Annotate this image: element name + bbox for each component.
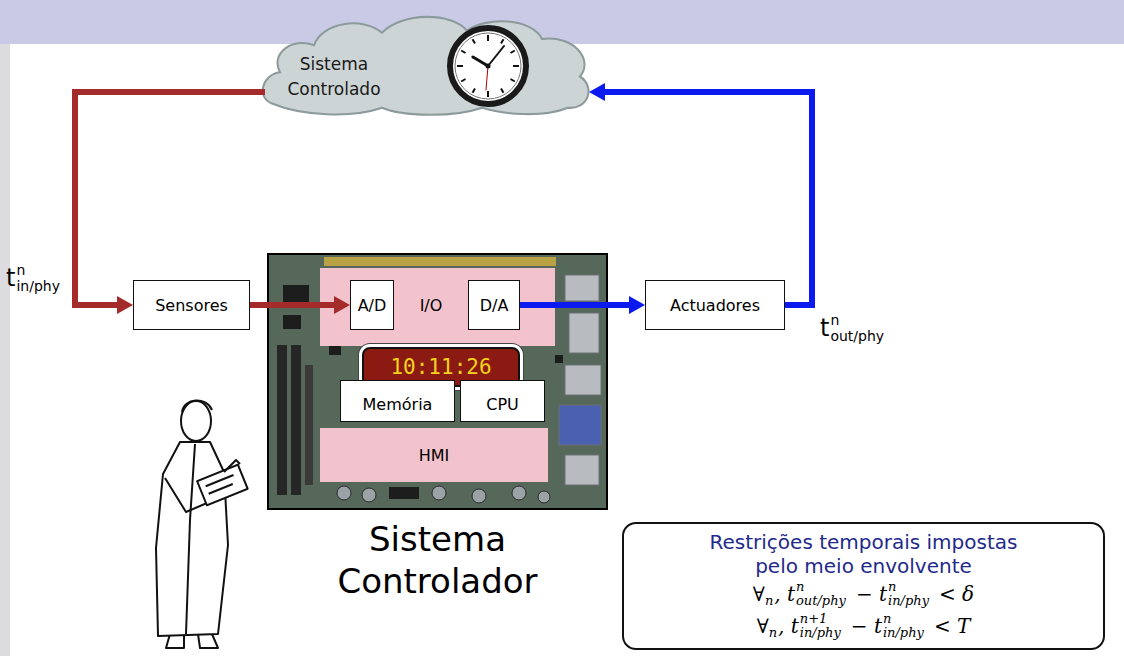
ram-slots	[277, 345, 313, 495]
formula-term: < T	[934, 614, 970, 638]
formula-term: , t	[774, 582, 795, 606]
formula-subscript: n	[765, 593, 773, 608]
dac-box: D/A	[468, 280, 520, 330]
side-connectors	[559, 275, 601, 485]
io-label: I/O	[420, 296, 443, 315]
super-sub-stack: nin/phy	[888, 580, 929, 609]
io-block: I/O A/D D/A	[320, 268, 555, 346]
pcb	[269, 255, 606, 508]
cloud-caption: Sistema Controlado	[274, 52, 394, 101]
formula-index: n+1	[800, 612, 828, 626]
actuator-box: Actuadores	[645, 280, 785, 330]
formula-index: in/phy	[883, 626, 924, 640]
signal-arrow	[589, 83, 812, 305]
pcb-edge-connector	[324, 257, 556, 266]
header-band	[0, 0, 1124, 44]
clock-rim	[450, 28, 526, 104]
hmi-block: HMI	[320, 428, 548, 482]
formula-index: n	[883, 612, 891, 626]
time-index: in/phy	[16, 278, 60, 294]
box-label: CPU	[486, 395, 519, 414]
formula-index: n	[888, 580, 896, 594]
formula-term: , t	[778, 614, 799, 638]
box-label: HMI	[419, 446, 450, 465]
formula-index: in/phy	[888, 594, 929, 608]
box-label: Actuadores	[670, 296, 760, 315]
formula-term: − t	[856, 582, 887, 606]
formula-index: in/phy	[800, 626, 841, 640]
engineer-figure	[156, 400, 248, 648]
time-index: n	[830, 312, 839, 328]
super-sub-stack: nin/phy	[883, 612, 924, 641]
super-sub-stack: n+1in/phy	[800, 612, 841, 641]
clock-icon	[446, 24, 530, 108]
output-time-label: tnout/phy	[820, 312, 884, 344]
sensor-box: Sensores	[133, 280, 250, 330]
formula-term: ∀	[753, 582, 765, 606]
super-sub-stack: nout/phy	[796, 580, 846, 609]
signal-line	[604, 92, 812, 305]
time-index-stack: nout/phy	[830, 312, 884, 344]
formula-term: − t	[851, 614, 882, 638]
arrow-head	[117, 296, 133, 314]
side-strip	[0, 44, 10, 656]
constraint-box: Restrições temporais impostas pelo meio …	[622, 522, 1105, 650]
formula-index: n	[796, 580, 804, 594]
time-symbol: t	[820, 314, 829, 342]
formula-term: ∀	[757, 614, 769, 638]
io-caption: I/O	[394, 280, 468, 330]
time-index: n	[16, 262, 25, 278]
capacitors	[337, 486, 550, 503]
system-name: Sistema Controlado	[287, 54, 380, 99]
time-index-stack: nin/phy	[16, 262, 60, 294]
box-label: Memória	[363, 395, 433, 414]
controller-board: Sistema ControladorI/OA/DD/A10:11:26Memó…	[267, 253, 608, 510]
box-label: A/D	[358, 296, 387, 315]
box-label: Sensores	[155, 296, 228, 315]
cloud-outline	[263, 17, 589, 115]
arrow-head	[629, 296, 645, 314]
formula-subscript: n	[769, 625, 777, 640]
clock-ticks	[457, 35, 519, 97]
adc-box: A/D	[350, 280, 394, 330]
box-label: D/A	[480, 296, 509, 315]
constraint-heading: Restrições temporais impostas pelo meio …	[699, 530, 1029, 578]
constraint-formula: ∀n, tnout/phy− tnin/phy< δ	[632, 578, 1095, 610]
input-time-label: tnin/phy	[6, 262, 60, 294]
cpu-box: CPU	[460, 380, 545, 422]
clock-inner-rim	[455, 33, 521, 99]
board-heading: Sistema Controlador	[267, 518, 608, 602]
board-title: Sistema Controlador	[267, 518, 608, 602]
clock-pin	[486, 64, 491, 69]
arrow-head	[589, 83, 605, 101]
formula-index: out/phy	[796, 594, 846, 608]
constraint-formula: ∀n, tn+1in/phy− tnin/phy< T	[632, 610, 1095, 642]
controlled-system-cloud: Sistema Controlado	[262, 14, 592, 114]
time-index: out/phy	[830, 328, 884, 344]
signal-line	[75, 92, 265, 305]
formula-term: < δ	[939, 582, 974, 606]
clock-hands	[473, 46, 504, 90]
time-symbol: t	[6, 264, 15, 292]
box-label: 10:11:26	[390, 355, 491, 379]
memory-box: Memória	[340, 380, 455, 422]
